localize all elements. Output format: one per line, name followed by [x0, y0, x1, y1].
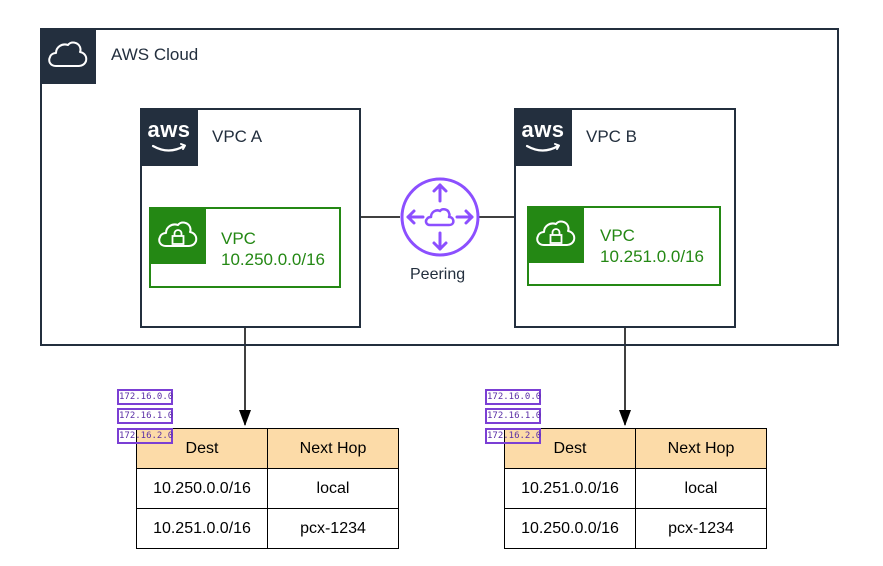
cell-next-hop: pcx-1234: [635, 508, 767, 549]
table-row: 10.251.0.0/16 pcx-1234: [136, 508, 399, 549]
vpc-a-aws-badge: aws: [140, 108, 198, 166]
cell-next-hop: local: [267, 468, 399, 509]
vpc-b-subnet-badge: [528, 207, 584, 263]
route-table-icon-tag: 172.16.2.0: [485, 428, 541, 444]
vpc-b-subnet-cidr: 10.251.0.0/16: [600, 247, 704, 266]
aws-cloud-group: [40, 28, 839, 346]
aws-logo-text: aws: [521, 117, 565, 142]
route-table-icon-tag: 172.16.0.0: [117, 389, 173, 405]
cell-dest: 10.250.0.0/16: [136, 468, 268, 509]
table-row: 10.250.0.0/16 pcx-1234: [504, 508, 767, 549]
route-table-a: Dest Next Hop 10.250.0.0/16 local 10.251…: [136, 428, 399, 549]
cloud-lock-icon: [536, 220, 576, 246]
vpc-a-label: VPC A: [212, 127, 263, 146]
route-table-header: Dest Next Hop: [136, 428, 399, 469]
vpc-b-subnet-title: VPC: [600, 226, 635, 245]
aws-cloud-badge: [40, 28, 96, 84]
cell-dest: 10.251.0.0/16: [504, 468, 636, 509]
cloud-icon: [48, 41, 88, 67]
cloud-lock-icon: [158, 221, 198, 247]
vpc-a-subnet-text: VPC 10.250.0.0/16: [221, 228, 325, 270]
vpc-b-label: VPC B: [586, 127, 638, 146]
vpc-a-subnet-cidr: 10.250.0.0/16: [221, 250, 325, 269]
header-next-hop: Next Hop: [635, 428, 767, 469]
header-dest: Dest: [136, 428, 268, 469]
route-table-b: Dest Next Hop 10.251.0.0/16 local 10.250…: [504, 428, 767, 549]
cell-next-hop: local: [635, 468, 767, 509]
route-table-icon-tag: 172.16.1.0: [485, 408, 541, 424]
vpc-a-subnet-title: VPC: [221, 229, 256, 248]
route-table-icon-tag: 172.16.0.0: [485, 389, 541, 405]
aws-logo-text: aws: [147, 117, 191, 142]
cell-dest: 10.250.0.0/16: [504, 508, 636, 549]
cell-next-hop: pcx-1234: [267, 508, 399, 549]
vpc-b-aws-badge: aws: [514, 108, 572, 166]
vpc-a-subnet-badge: [150, 208, 206, 264]
route-table-icon-tag: 172.16.2.0: [117, 428, 173, 444]
route-table-header: Dest Next Hop: [504, 428, 767, 469]
peering-label: Peering: [410, 266, 466, 283]
aws-smile-icon: [151, 143, 186, 152]
aws-cloud-title: AWS Cloud: [111, 45, 199, 64]
aws-smile-icon: [525, 143, 560, 152]
cell-dest: 10.251.0.0/16: [136, 508, 268, 549]
vpc-b-subnet-text: VPC 10.251.0.0/16: [600, 225, 704, 267]
table-row: 10.251.0.0/16 local: [504, 468, 767, 509]
peering-router-icon: [400, 177, 480, 257]
route-table-icon-tag: 172.16.1.0: [117, 408, 173, 424]
header-next-hop: Next Hop: [267, 428, 399, 469]
table-row: 10.250.0.0/16 local: [136, 468, 399, 509]
